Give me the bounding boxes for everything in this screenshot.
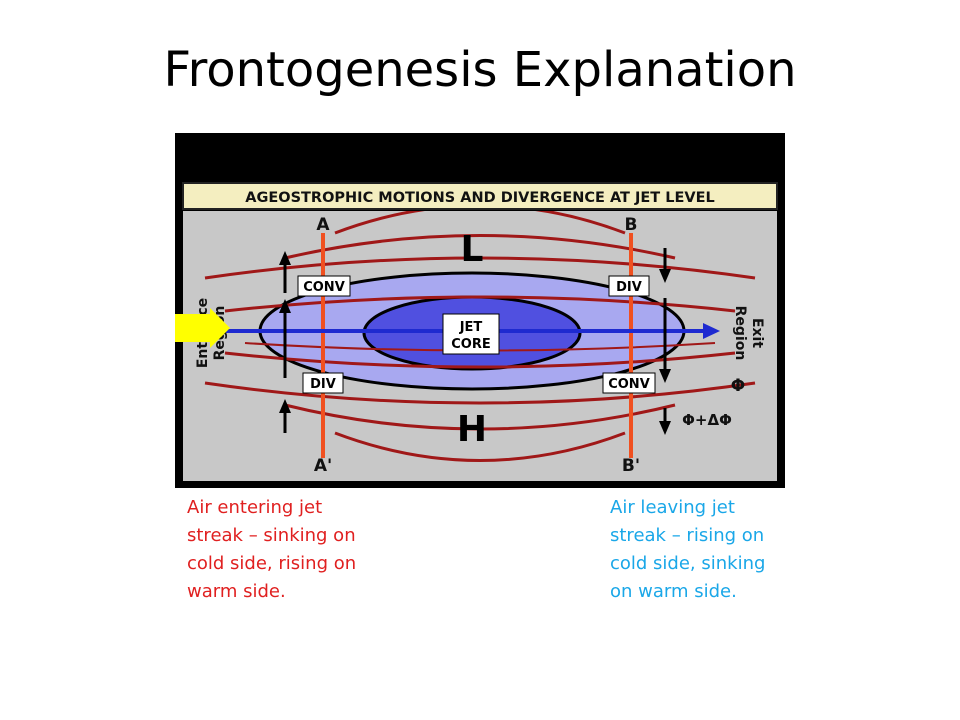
jet-streak-diagram: AGEOSTROPHIC MOTIONS AND DIVERGENCE AT J… [175, 133, 785, 488]
down-arrow-icon [659, 369, 671, 383]
jet-core-box [442, 313, 500, 355]
down-arrow-icon [659, 269, 671, 283]
diagram-header: AGEOSTROPHIC MOTIONS AND DIVERGENCE AT J… [245, 190, 715, 206]
low-pressure-label: L [461, 229, 484, 270]
down-arrow-icon [659, 421, 671, 435]
header-band [182, 182, 778, 210]
height-contour [284, 403, 676, 431]
section-label-a-prime: A' [314, 456, 332, 476]
up-arrow-icon [279, 399, 291, 413]
exit-region-label-line2: Region [732, 306, 748, 361]
div-upper-right-label: DIV [616, 280, 642, 295]
section-label-b: B [625, 215, 638, 235]
up-arrow-icon [279, 251, 291, 265]
up-arrow-icon [279, 299, 291, 313]
div-upper-right-box [608, 275, 650, 297]
section-label-a: A [316, 215, 330, 235]
div-lower-left-box [302, 372, 344, 394]
div-lower-left-label: DIV [310, 377, 336, 392]
conv-upper-left-box [297, 275, 351, 297]
high-pressure-label: H [457, 409, 487, 450]
height-contour [334, 431, 626, 462]
phi-delta-phi-label: Φ+ΔΦ [682, 411, 732, 429]
highlight-arrow-icon [175, 308, 230, 348]
conv-upper-left-label: CONV [303, 280, 345, 295]
conv-lower-right-label: CONV [608, 377, 650, 392]
jet-core-label-line2: CORE [451, 337, 490, 352]
height-contour [284, 234, 676, 260]
height-contour [334, 211, 626, 235]
height-contour [204, 256, 756, 280]
slide-title: Frontogenesis Explanation [163, 42, 797, 98]
section-label-b-prime: B' [622, 456, 640, 476]
entrance-caption: Air entering jet streak – sinking on col… [187, 497, 357, 602]
jet-core-label-line1: JET [459, 320, 483, 335]
exit-region-label-line1: Exit [749, 318, 765, 348]
phi-label: Φ [731, 376, 745, 396]
height-contour [204, 381, 756, 405]
jet-arrowhead [703, 323, 720, 339]
conv-lower-right-box [602, 372, 656, 394]
exit-caption: Air leaving jet streak – rising on cold … [610, 497, 766, 602]
